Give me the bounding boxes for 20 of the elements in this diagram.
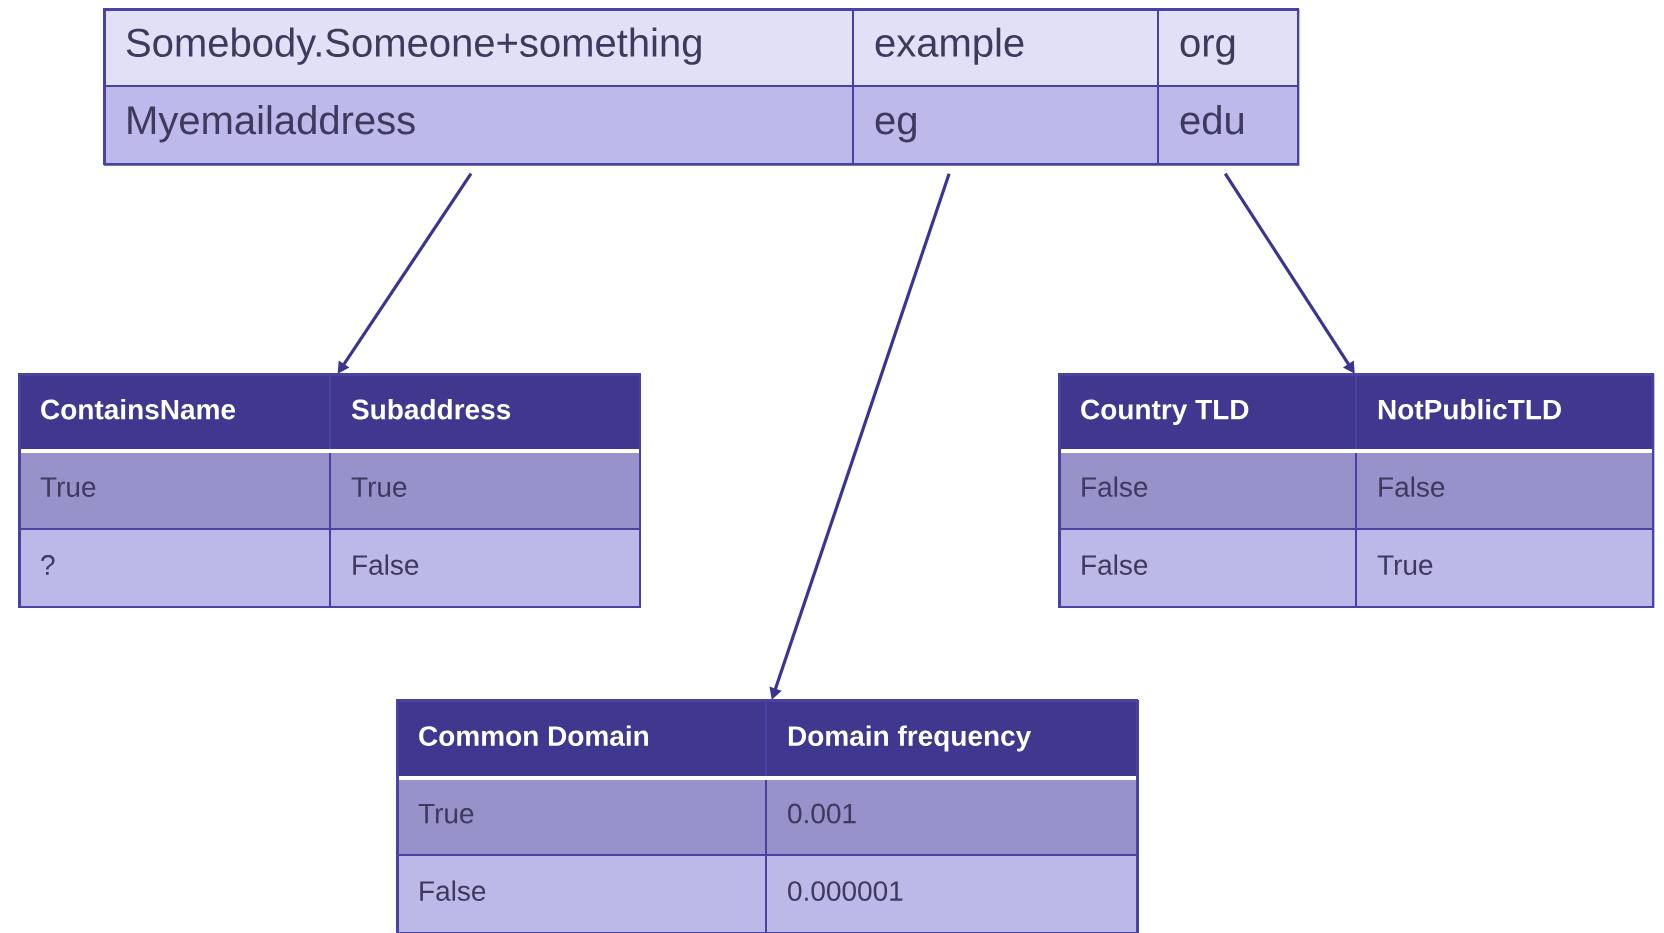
table-cell: 0.001 — [765, 777, 1138, 856]
table-cell: org — [1157, 8, 1299, 87]
table-cell: True — [396, 777, 767, 856]
header-cell: Common Domain — [396, 699, 767, 779]
table-cell: True — [18, 450, 331, 530]
header-cell: Subaddress — [329, 373, 641, 452]
table-cell: False — [1058, 450, 1357, 530]
table-cell: True — [1355, 528, 1654, 608]
header-cell: NotPublicTLD — [1355, 373, 1654, 452]
table-cell: False — [396, 854, 767, 933]
header-cell: Domain frequency — [765, 699, 1138, 779]
table-cell: True — [329, 450, 641, 530]
table-cell: edu — [1157, 85, 1299, 165]
table-cell: 0.000001 — [765, 854, 1138, 933]
header-cell: ContainsName — [18, 373, 331, 452]
table-cell: ? — [18, 528, 331, 608]
table-cell: False — [1058, 528, 1357, 608]
header-cell: Country TLD — [1058, 373, 1357, 452]
table-cell: False — [329, 528, 641, 608]
table-cell: False — [1355, 450, 1654, 530]
